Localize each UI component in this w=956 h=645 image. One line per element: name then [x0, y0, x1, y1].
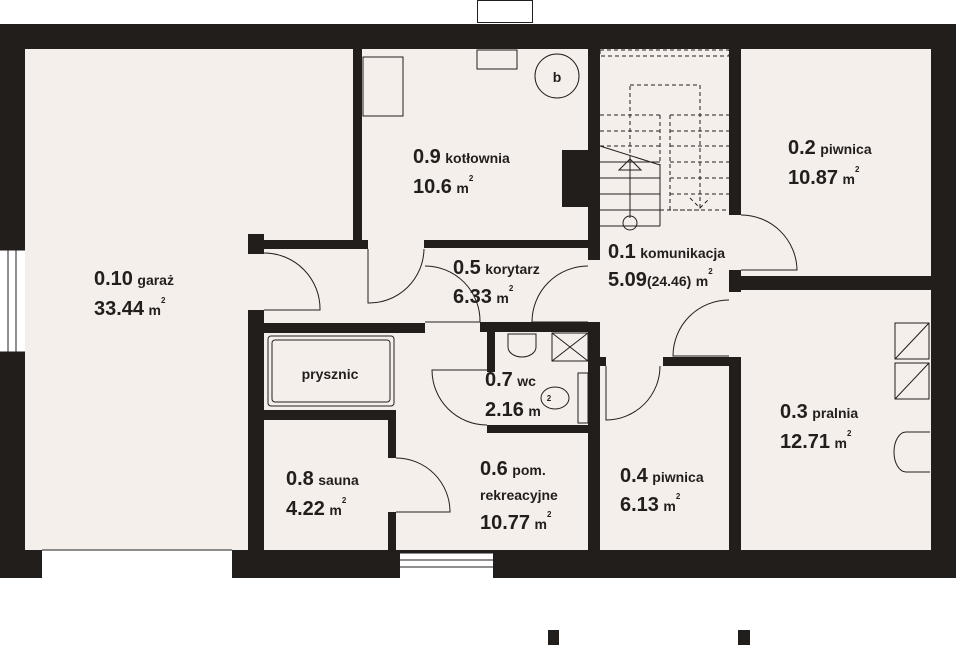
room-label-0-1: 0.1 komunikacja 5.09(24.46) m2 — [608, 241, 725, 291]
interior-walls — [248, 49, 931, 550]
svg-text:12.71 m2: 12.71 m2 — [780, 429, 852, 453]
svg-text:6.33 m2: 6.33 m2 — [453, 284, 514, 308]
svg-text:0.5 korytarz: 0.5 korytarz — [453, 257, 540, 279]
window-bottom — [400, 552, 493, 578]
svg-text:33.44 m2: 33.44 m2 — [94, 296, 166, 320]
shower-tray — [267, 335, 395, 407]
floor-area — [25, 49, 931, 550]
section-marker — [548, 630, 559, 645]
room-label-0-5: 0.5 korytarz 6.33 m2 — [453, 257, 540, 308]
svg-text:10.87 m2: 10.87 m2 — [788, 165, 860, 189]
room-label-0-2: 0.2 piwnica 10.87 m2 — [788, 137, 872, 189]
svg-text:0.7 wc: 0.7 wc — [485, 369, 536, 391]
svg-text:0.10 garaż: 0.10 garaż — [94, 268, 174, 290]
svg-text:0.1 komunikacja: 0.1 komunikacja — [608, 241, 725, 263]
room-label-0-10: 0.10 garaż 33.44 m2 — [94, 268, 174, 320]
room-label-0-6: 0.6 pom. rekreacyjne 10.77 m2 — [480, 458, 558, 534]
svg-text:0.2 piwnica: 0.2 piwnica — [788, 137, 872, 159]
staircase — [599, 49, 730, 231]
shaft-icon — [551, 332, 589, 362]
room-label-0-7: 0.7 wc 2.16 m — [485, 369, 541, 421]
window-left — [0, 249, 25, 353]
washbasin-icon — [507, 333, 537, 358]
room-label-0-8: 0.8 sauna 4.22 m2 — [286, 468, 359, 520]
svg-text:10.77 m2: 10.77 m2 — [480, 510, 552, 534]
door-swings — [263, 214, 798, 513]
svg-text:2: 2 — [547, 394, 552, 403]
svg-text:6.13 m2: 6.13 m2 — [620, 492, 681, 516]
svg-text:0.4 piwnica: 0.4 piwnica — [620, 465, 704, 487]
garage-door-opening — [42, 550, 232, 578]
svg-text:0.9 kotłownia: 0.9 kotłownia — [413, 146, 510, 168]
fixtures: b prysznic 2 — [267, 49, 930, 473]
room-label-0-9: 0.9 kotłownia 10.6 m2 — [413, 146, 510, 198]
boiler-tank — [476, 49, 518, 70]
shower-label: prysznic — [302, 366, 359, 382]
room-label-0-3: 0.3 pralnia 12.71 m2 — [780, 401, 858, 453]
svg-text:4.22 m2: 4.22 m2 — [286, 496, 347, 520]
svg-text:10.6 m2: 10.6 m2 — [413, 174, 474, 198]
svg-text:rekreacyjne: rekreacyjne — [480, 487, 558, 503]
boiler-label: b — [553, 69, 562, 85]
svg-text:0.8 sauna: 0.8 sauna — [286, 468, 359, 490]
chimney-outline — [477, 0, 533, 23]
svg-text:0.6 pom.: 0.6 pom. — [480, 458, 546, 480]
laundry-sink-icon — [893, 431, 930, 473]
washer-icon — [894, 322, 930, 360]
section-marker — [738, 630, 750, 645]
stair-start-icon — [622, 215, 638, 231]
boiler-unit — [362, 56, 404, 117]
svg-text:2.16 m: 2.16 m — [485, 399, 541, 421]
boiler-icon — [534, 53, 580, 99]
svg-text:5.09(24.46) m2: 5.09(24.46) m2 — [608, 267, 713, 291]
dryer-icon — [894, 362, 930, 400]
room-label-0-4: 0.4 piwnica 6.13 m2 — [620, 465, 704, 516]
toilet-icon — [540, 386, 570, 410]
svg-text:0.3 pralnia: 0.3 pralnia — [780, 401, 858, 423]
